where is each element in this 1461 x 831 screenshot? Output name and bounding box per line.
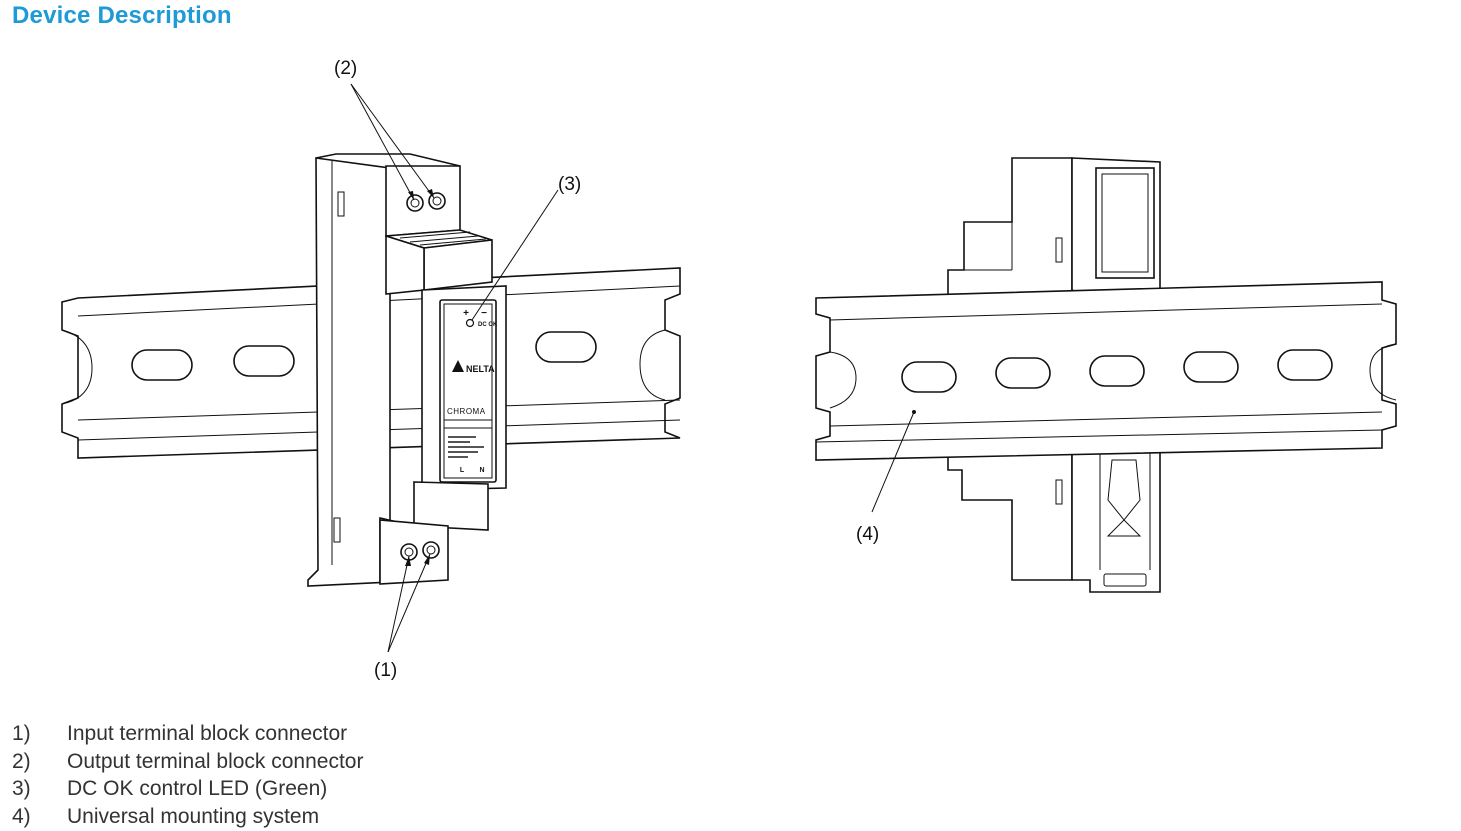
dc-ok-label: DC OK [478,322,498,328]
list-item: 3) DC OK control LED (Green) [12,775,363,803]
list-item: 2) Output terminal block connector [12,748,363,776]
terminal-n-label: N [479,467,484,474]
series-label: CHROMA [447,407,486,416]
callout-3-leader [471,189,559,321]
spec-text-lines [448,436,484,458]
legend-text: Universal mounting system [67,804,320,828]
terminal-l-label: L [460,467,465,474]
legend-list: 1) Input terminal block connector 2) Out… [12,720,363,830]
minus-label: − [481,308,487,319]
callout-1-leaders [387,553,431,653]
legend-number: 4) [12,804,31,828]
dc-ok-led-icon [465,318,475,328]
callout-2: (2) [334,58,357,79]
legend-text: Output terminal block connector [67,749,364,773]
delta-logo-icon [452,360,464,372]
legend-number: 3) [12,777,31,800]
callout-3: (3) [558,174,581,195]
legend-text: DC OK control LED (Green) [67,777,328,800]
device-diagram: + − DC OK NELTA CHROMA L N (2) (3) (1) [61,58,1397,681]
section-title: Device Description [12,2,232,29]
legend-text: Input terminal block connector [67,722,348,745]
list-item: 4) Universal mounting system [12,803,363,831]
callout-1: (1) [374,660,397,681]
callout-4-leader [871,411,915,513]
brand-label: NELTA [466,364,495,374]
legend-number: 2) [12,749,31,773]
callout-4: (4) [856,524,879,545]
power-supply-front [307,153,507,587]
callout-2-leaders [350,83,435,201]
plus-label: + [463,308,469,319]
din-rail-right [815,281,1397,461]
list-item: 1) Input terminal block connector [12,720,363,748]
legend-number: 1) [12,722,31,745]
